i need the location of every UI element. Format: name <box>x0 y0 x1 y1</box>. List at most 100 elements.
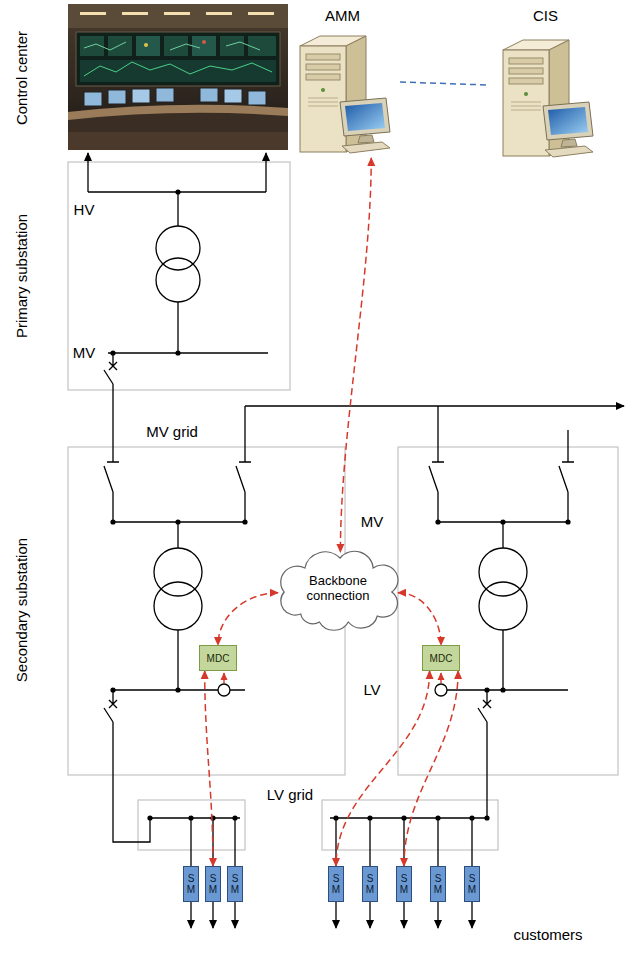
control-room-photo <box>200 88 218 102</box>
smart-meter-box: S M <box>362 866 378 902</box>
junction-dot <box>175 687 180 692</box>
single-line-wiring <box>265 153 266 192</box>
junction-dot <box>401 815 406 820</box>
single-line-wiring <box>429 406 444 522</box>
junction-dot <box>110 350 115 355</box>
smart-meter-box: S M <box>464 866 480 902</box>
junction-dot <box>175 519 180 524</box>
single-line-wiring <box>88 153 624 928</box>
node-text: S M <box>331 873 341 895</box>
node-text: S M <box>186 873 196 895</box>
single-line-wiring <box>177 630 178 690</box>
single-line-wiring <box>177 522 178 548</box>
measurement-link <box>440 673 441 683</box>
control-room-photo <box>248 91 266 105</box>
control-room-photo <box>84 42 260 50</box>
junction-dot <box>110 687 115 692</box>
single-line-wiring <box>87 153 88 192</box>
junction-dot <box>175 350 180 355</box>
single-line-wiring <box>559 430 574 522</box>
control-room-photo <box>108 90 126 104</box>
grid-label: LV grid <box>267 786 313 804</box>
control-room-photo <box>224 89 242 103</box>
control-room-photo <box>192 36 216 56</box>
substation-frame <box>68 162 290 390</box>
single-line-wiring <box>502 630 503 690</box>
control-room-photo <box>164 36 188 56</box>
voltage-label: MV <box>73 344 96 362</box>
single-line-wiring <box>104 353 117 462</box>
region-label: Secondary substation <box>13 538 31 682</box>
control-room-photo <box>202 40 206 44</box>
control-room-photo <box>206 12 232 15</box>
single-line-wiring <box>154 582 202 630</box>
node-text: S M <box>208 873 218 895</box>
smart-meter-box: S M <box>183 866 199 902</box>
node-text: S M <box>467 873 477 895</box>
node-text: AMM <box>325 7 360 25</box>
control-room-photo <box>136 36 160 56</box>
server-node: CIS <box>488 6 603 164</box>
control-room-photo <box>68 4 288 150</box>
single-line-wiring <box>113 689 568 690</box>
control-room-photo <box>156 88 174 102</box>
region-label: Primary substation <box>13 214 31 338</box>
junction-dot <box>500 519 505 524</box>
region-label: Control center <box>13 31 31 125</box>
single-line-wiring <box>234 902 235 928</box>
single-line-wiring <box>108 352 268 353</box>
single-line-wiring <box>403 902 404 928</box>
control-room-photo <box>248 12 274 15</box>
smart-meter-box: S M <box>227 866 243 902</box>
voltage-label: LV <box>363 681 380 699</box>
smart-meter-box: S M <box>328 866 344 902</box>
control-room-photo <box>68 4 288 150</box>
single-line-wiring <box>104 690 150 842</box>
junction-dot <box>110 189 570 820</box>
junction-dot <box>435 519 440 524</box>
comm-link <box>205 671 213 866</box>
single-line-wiring <box>212 902 213 928</box>
single-line-wiring <box>245 405 624 406</box>
cloud-outline <box>281 551 398 630</box>
junction-dot <box>565 519 570 524</box>
customers-label: customers <box>513 926 582 944</box>
node-text: CIS <box>533 7 558 25</box>
single-line-wiring <box>435 684 447 696</box>
single-line-wiring <box>471 902 472 928</box>
single-line-wiring <box>336 818 472 866</box>
node-text: S M <box>365 873 375 895</box>
control-room-photo <box>68 132 288 150</box>
node-text: S M <box>399 873 409 895</box>
single-line-wiring <box>437 902 438 928</box>
junction-dot <box>469 815 474 820</box>
junction-dot <box>484 815 489 820</box>
junction-dot <box>147 815 152 820</box>
junction-dot <box>484 687 489 692</box>
junction-dot <box>110 519 115 524</box>
smart-meter-box: S M <box>396 866 412 902</box>
control-room-photo <box>248 36 276 56</box>
junction-dot <box>188 815 193 820</box>
network-cloud: Backbone connection <box>278 552 398 626</box>
single-line-wiring <box>177 192 178 226</box>
single-line-wiring <box>190 902 191 928</box>
control-room-photo <box>84 62 272 76</box>
junction-dot <box>175 189 180 194</box>
control-room-photo <box>122 12 148 15</box>
single-line-wiring <box>177 302 178 353</box>
comm-link <box>218 593 278 645</box>
server-node: AMM <box>285 6 400 158</box>
single-line-wiring <box>335 902 336 928</box>
single-line-wiring <box>236 406 251 522</box>
control-room-photo <box>132 89 150 103</box>
grid-label: MV grid <box>146 423 198 441</box>
comm-link <box>340 158 371 552</box>
node-text: S M <box>230 873 240 895</box>
control-room-photo <box>144 43 148 47</box>
node-text: Backbone connection <box>294 574 382 604</box>
voltage-label: MV <box>361 513 384 531</box>
substation-frame <box>68 162 618 850</box>
node-text: S M <box>433 873 443 895</box>
control-room-photo <box>80 60 276 82</box>
